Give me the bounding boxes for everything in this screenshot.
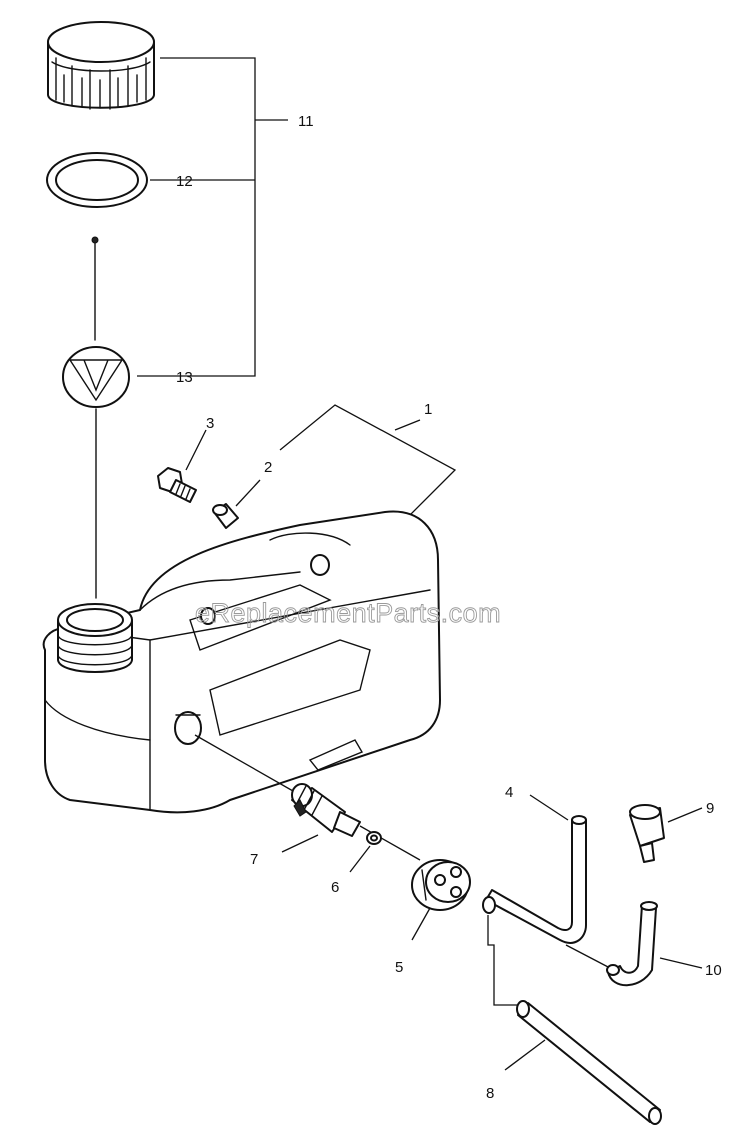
callout-7: 7: [250, 851, 258, 868]
fuel-cap-part-11[interactable]: [47, 21, 155, 110]
grommet-part-5[interactable]: [411, 859, 471, 941]
callout-2: 2: [264, 459, 272, 476]
filler-neck: [57, 603, 133, 673]
callout-11: 11: [298, 113, 314, 130]
callout-5: 5: [395, 959, 403, 976]
assembly-line-hose4-to-hose10: [565, 944, 611, 969]
callout-6: 6: [331, 879, 339, 896]
fuel-tank-part-1[interactable]: [42, 510, 441, 814]
assembly-line-tank-to-grommet: [194, 734, 421, 861]
strainer-part-13[interactable]: [62, 236, 130, 599]
elbow-hose-part-10[interactable]: [606, 901, 703, 987]
leader-bracket-1: [279, 404, 457, 526]
vent-plug-part-9[interactable]: [629, 804, 703, 863]
callout-1: 1: [424, 401, 432, 418]
gasket-ring-part-12[interactable]: [46, 152, 148, 208]
callout-13: 13: [176, 369, 193, 386]
assembly-line-grommet-to-hose: [487, 915, 520, 1006]
callout-10: 10: [705, 962, 722, 979]
fuel-hose-part-4[interactable]: [482, 794, 587, 944]
callout-8: 8: [486, 1085, 494, 1102]
straight-hose-part-8[interactable]: [504, 1000, 662, 1125]
callout-4: 4: [505, 784, 513, 801]
bushing-part-2[interactable]: [212, 479, 261, 529]
leader-bracket-11-12-13: [137, 57, 288, 377]
fuel-filter-part-7[interactable]: [281, 783, 361, 853]
bolt-part-3[interactable]: [157, 429, 207, 503]
callout-12: 12: [176, 173, 193, 190]
watermark-text: eReplacementParts.com: [195, 598, 501, 628]
small-ring-part-6[interactable]: [349, 831, 382, 873]
callout-3: 3: [206, 415, 214, 432]
callout-9: 9: [706, 800, 714, 817]
